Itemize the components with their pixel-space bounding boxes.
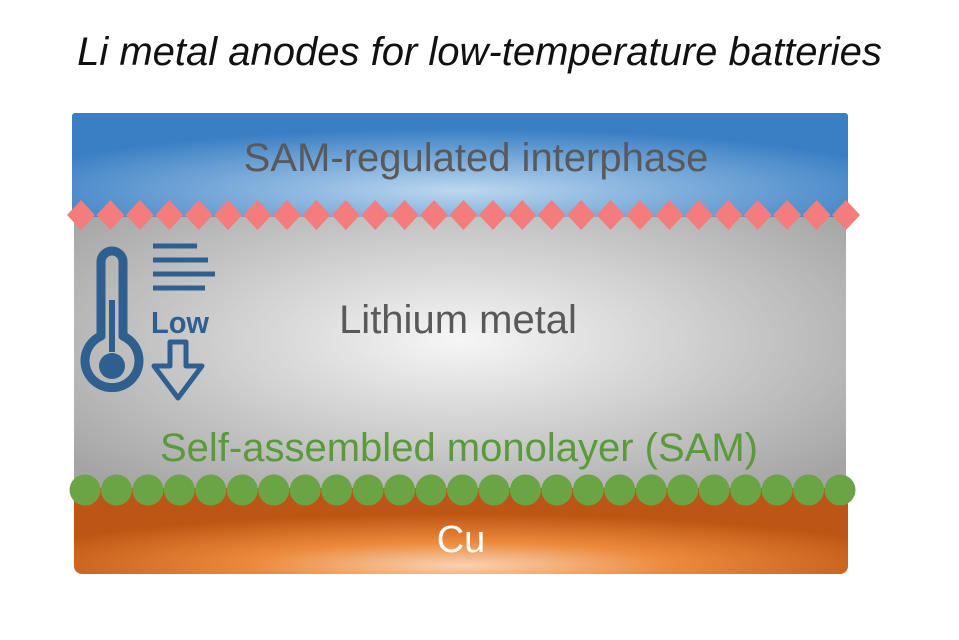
sam-molecule xyxy=(824,474,856,506)
diagram-title: Li metal anodes for low-temperature batt… xyxy=(77,30,882,74)
sam-molecule xyxy=(195,474,227,506)
sam-label: Self-assembled monolayer (SAM) xyxy=(160,426,758,470)
sam-molecule xyxy=(509,474,541,506)
sam-molecule xyxy=(793,474,825,506)
interphase-diamond xyxy=(331,200,360,230)
sam-molecule xyxy=(100,474,132,506)
sam-molecule xyxy=(289,474,321,506)
interphase-diamond xyxy=(243,200,272,230)
thermometer-body xyxy=(80,246,144,393)
lithium-metal-label: Lithium metal xyxy=(339,298,577,342)
copper-layer xyxy=(74,488,848,574)
sam-molecule xyxy=(163,474,195,506)
sam-molecule xyxy=(258,474,290,506)
sam-molecule xyxy=(572,474,604,506)
sam-molecule xyxy=(698,474,730,506)
sam-molecule xyxy=(384,474,416,506)
interphase-diamond xyxy=(537,200,566,230)
interphase-diamond xyxy=(743,200,772,230)
interphase-diamond xyxy=(508,200,537,230)
interphase-diamond xyxy=(302,200,331,230)
sam-molecule xyxy=(321,474,353,506)
interphase-diamond xyxy=(655,200,684,230)
sam-molecule xyxy=(635,474,667,506)
interphase-label: SAM-regulated interphase xyxy=(244,136,709,180)
interphase-diamond xyxy=(478,200,507,230)
sam-molecule xyxy=(478,474,510,506)
thermometer-low-icon xyxy=(80,243,215,401)
sam-molecule-row xyxy=(69,474,856,506)
low-label: Low xyxy=(151,305,210,340)
sam-molecule xyxy=(132,474,164,506)
thermometer-bulb xyxy=(99,353,125,379)
interphase-diamond xyxy=(214,200,243,230)
sam-molecule xyxy=(604,474,636,506)
interphase-diamond xyxy=(802,200,831,230)
interphase-diamond xyxy=(67,200,95,230)
interphase-diamond xyxy=(626,200,655,230)
interphase-diamond xyxy=(596,200,625,230)
interphase-diamond xyxy=(714,200,743,230)
lithium-metal-layer xyxy=(74,205,846,505)
interphase-diamond xyxy=(567,200,596,230)
interphase-diamond xyxy=(449,200,478,230)
sam-molecule xyxy=(69,474,101,506)
interphase-diamond xyxy=(184,200,213,230)
interphase-diamond xyxy=(125,200,154,230)
interphase-layer xyxy=(72,113,848,217)
interphase-diamond xyxy=(832,200,860,230)
sam-molecule xyxy=(730,474,762,506)
sam-molecule xyxy=(415,474,447,506)
interphase-diamond xyxy=(773,200,802,230)
sam-molecule xyxy=(541,474,573,506)
interphase-diamond xyxy=(361,200,390,230)
interphase-diamond xyxy=(155,200,184,230)
sam-molecule xyxy=(352,474,384,506)
interphase-diamond xyxy=(420,200,449,230)
interphase-diamond xyxy=(684,200,713,230)
copper-label: Cu xyxy=(437,519,486,561)
interphase-diamond xyxy=(272,200,301,230)
sam-molecule xyxy=(226,474,258,506)
down-arrow-icon xyxy=(151,339,205,401)
sam-molecule xyxy=(447,474,478,506)
interphase-diamond xyxy=(96,200,125,230)
interphase-diamond-row xyxy=(67,200,860,230)
interphase-diamond xyxy=(390,200,419,230)
sam-molecule xyxy=(667,474,699,506)
sam-molecule xyxy=(761,474,793,506)
